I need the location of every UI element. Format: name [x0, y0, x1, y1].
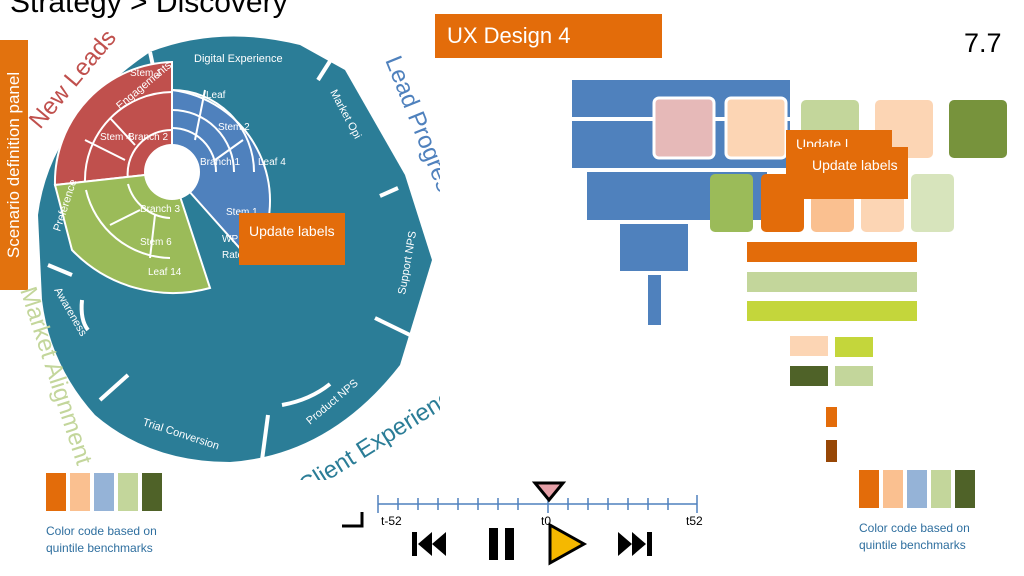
svg-text:Branch 3: Branch 3: [140, 204, 180, 215]
svg-text:Stem 6: Stem 6: [140, 237, 172, 248]
timeline-start-label: t-52: [381, 514, 402, 528]
legend-right-swatch-5: [955, 470, 975, 508]
wheel-inner-labels: Branch 1 Stem 2 Leaf 4 Leaf Stem 1 WP Ra…: [100, 68, 286, 278]
wheel-separators: [47, 51, 411, 461]
svg-text:Leaf 4: Leaf 4: [258, 157, 286, 168]
ux-design-label[interactable]: UX Design 4: [435, 14, 662, 58]
svg-text:Branch 1: Branch 1: [200, 157, 240, 168]
funnel-update-labels-box[interactable]: Update labels: [802, 147, 908, 199]
svg-text:Stem 1: Stem 1: [130, 68, 162, 79]
timeline-ticks: [377, 495, 698, 513]
legend-left-caption: Color code based on quintile benchmarks: [46, 524, 157, 555]
wheel-red-segment[interactable]: [53, 60, 173, 187]
timeline-mid-label: t0: [541, 514, 552, 528]
wheel-green-segment[interactable]: [53, 170, 212, 294]
svg-text:Stem 4: Stem 4: [100, 132, 132, 143]
skip-forward-icon[interactable]: [614, 528, 654, 560]
svg-text:Branch 2: Branch 2: [128, 132, 168, 143]
legend-right-caption: Color code based on quintile benchmarks: [859, 521, 970, 552]
timeline-corner-marker: [342, 512, 364, 528]
legend-right-swatch-1: [859, 470, 879, 508]
legend-left-swatches: [46, 473, 166, 515]
strategy-wheel: Branch 1 Stem 2 Leaf 4 Leaf Stem 1 WP Ra…: [14, 25, 440, 480]
wheel-hub: [144, 144, 200, 200]
legend-right-swatches: [859, 470, 979, 512]
legend-left-swatch-2: [70, 473, 90, 511]
wheel-update-labels-box[interactable]: Update labels: [239, 213, 345, 265]
svg-text:Stem 2: Stem 2: [218, 122, 250, 133]
timeline-slider[interactable]: [340, 478, 710, 528]
funnel-strips[interactable]: [747, 242, 917, 321]
play-icon[interactable]: [546, 522, 588, 566]
skip-back-icon[interactable]: [410, 528, 450, 560]
legend-left-swatch-4: [118, 473, 138, 511]
svg-text:WP: WP: [222, 234, 238, 245]
svg-text:Digital Experience: Digital Experience: [194, 53, 283, 65]
legend-left-swatch-3: [94, 473, 114, 511]
page-title: Strategy > Discovery: [10, 0, 288, 19]
legend-left-swatch-5: [142, 473, 162, 511]
version-number: 7.7: [964, 28, 1002, 58]
funnel-tiles-row1[interactable]: [652, 96, 1007, 160]
legend-right-swatch-4: [931, 470, 951, 508]
svg-text:Rate: Rate: [222, 250, 244, 261]
scenario-definition-panel-tab[interactable]: Scenario definition panel: [0, 40, 28, 290]
timeline-end-label: t52: [686, 514, 703, 528]
svg-text:Leaf 14: Leaf 14: [148, 267, 182, 278]
legend-right-swatch-2: [883, 470, 903, 508]
timeline-scrubber-handle[interactable]: [531, 481, 567, 503]
svg-text:Leaf: Leaf: [206, 90, 226, 101]
pause-icon[interactable]: [486, 526, 518, 562]
funnel-small-tiles[interactable]: [790, 336, 873, 462]
svg-text:Stem 1: Stem 1: [226, 207, 258, 218]
legend-right-swatch-3: [907, 470, 927, 508]
legend-left-swatch-1: [46, 473, 66, 511]
